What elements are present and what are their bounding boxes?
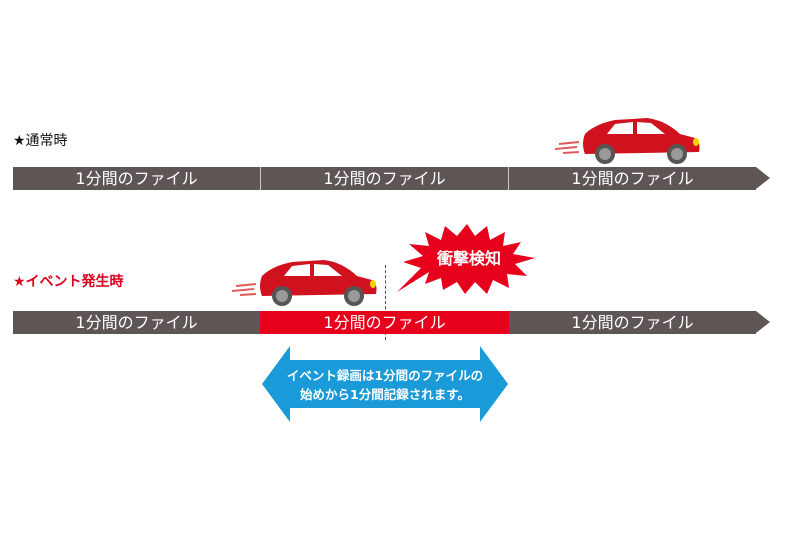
double-arrow-icon xyxy=(262,346,508,422)
event-timeline: 1分間のファイル 1分間のファイル 1分間のファイル xyxy=(13,311,770,334)
segment-divider xyxy=(508,167,509,190)
event-segment-1: 1分間のファイル xyxy=(13,311,260,334)
speed-lines-icon xyxy=(555,141,580,154)
normal-segment-2: 1分間のファイル xyxy=(261,167,508,190)
timeline-arrow-tip xyxy=(756,311,770,333)
event-note: イベント録画は1分間のファイルの 始めから1分間記録されます。 xyxy=(270,366,500,404)
event-segment-recorded: 1分間のファイル xyxy=(260,311,509,334)
normal-label: ★通常時 xyxy=(13,133,68,149)
normal-segment-3: 1分間のファイル xyxy=(509,167,756,190)
event-segment-3: 1分間のファイル xyxy=(509,311,756,334)
timeline-arrow-tip xyxy=(756,167,770,189)
impact-label: 衝撃検知 xyxy=(437,249,502,268)
normal-segment-1: 1分間のファイル xyxy=(13,167,260,190)
event-note-line1: イベント録画は1分間のファイルの xyxy=(286,368,484,383)
event-note-line2: 始めから1分間記録されます。 xyxy=(300,387,470,402)
speed-lines-icon xyxy=(232,283,257,296)
event-label: ★イベント発生時 xyxy=(13,274,124,290)
car-icon xyxy=(555,118,700,164)
car-icon xyxy=(232,260,377,306)
segment-divider xyxy=(260,167,261,190)
normal-timeline: 1分間のファイル 1分間のファイル 1分間のファイル xyxy=(13,167,770,190)
impact-marker-line xyxy=(385,265,386,340)
impact-burst-icon xyxy=(397,224,535,294)
